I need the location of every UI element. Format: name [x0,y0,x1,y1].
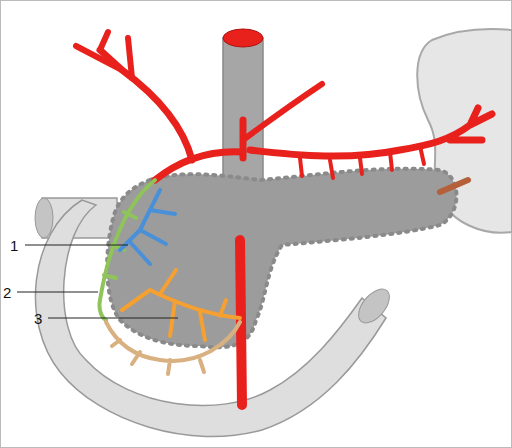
callout-number: 3 [34,311,42,326]
jejunum-end [353,284,396,329]
aorta-lumen [223,29,263,47]
callout-number: 2 [3,285,11,300]
hepatic-branches [76,32,132,78]
aorta [223,38,263,198]
left-gastric-artery [243,84,322,140]
short-gastric [440,180,468,192]
callout-number: 1 [10,238,18,253]
leader-line [17,292,98,293]
arteries [76,32,492,405]
leader-line [25,245,128,246]
pancreas [107,169,456,348]
common-hepatic-artery [155,152,243,180]
leader-line [48,318,178,319]
splenic-artery [250,108,492,156]
inferior-pancreaticoduodenal [122,270,240,340]
pylorus-end [35,198,53,238]
posterior-arcade [106,322,240,374]
pancreatic-branches [300,146,424,178]
gastroduodenal-artery [99,180,155,320]
anterior-superior-pancreaticoduodenal [120,190,175,264]
